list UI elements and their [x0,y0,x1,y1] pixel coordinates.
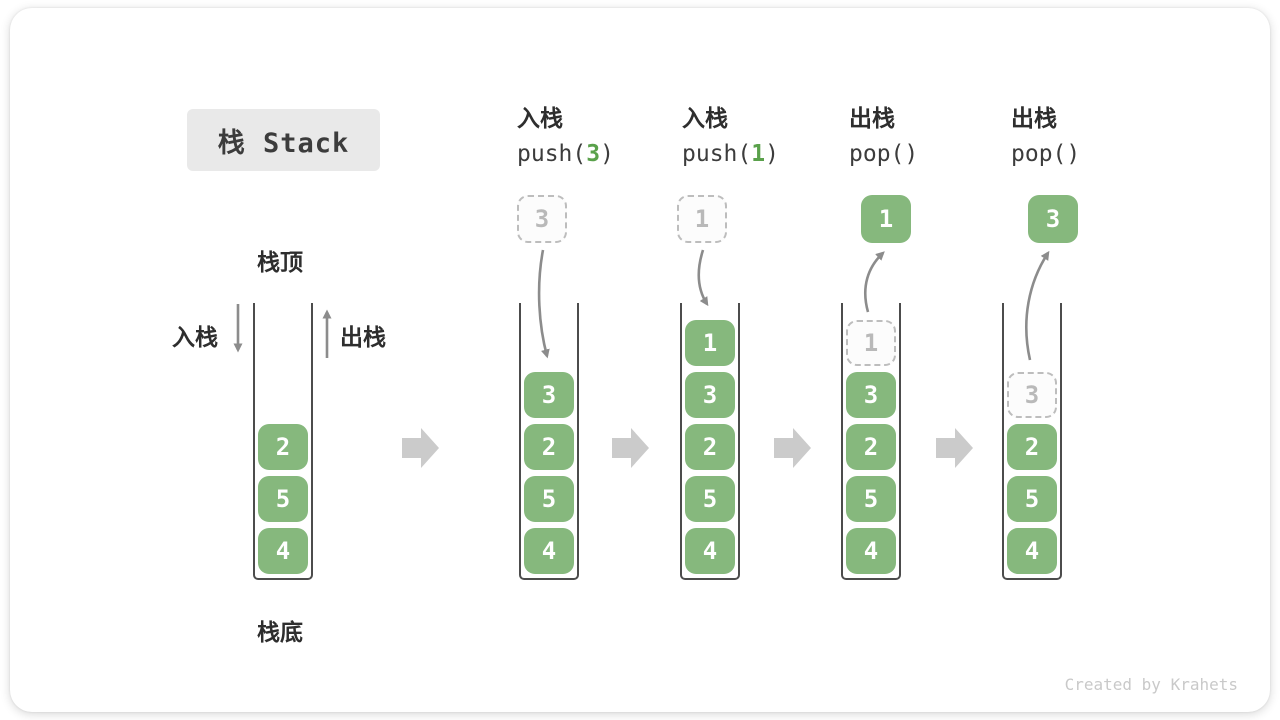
op-pop-1: 出栈 pop() [849,104,1029,168]
stack-cell: 4 [258,528,308,574]
stack-cell: 3 [685,372,735,418]
op-code-label: pop() [849,141,919,167]
push-side-label: 入栈 [172,324,218,350]
op-code-label: pop() [1011,141,1081,167]
stack-cell: 3 [524,372,574,418]
stack-cell: 2 [1007,424,1057,470]
diagram-title-label: 栈 Stack [217,127,350,159]
op-code-label: push(1) [682,141,779,167]
stack-cell-ghost: 3 [1007,372,1057,418]
stack-cell: 4 [1007,528,1057,574]
op-cn-label: 出栈 [1011,105,1057,131]
stack-cell: 2 [685,424,735,470]
stack-cell: 5 [524,476,574,522]
op-cn-label: 入栈 [517,105,563,131]
floating-element-after-pop-3: 3 [1028,195,1078,243]
stack-cell: 5 [258,476,308,522]
stack-cell: 4 [524,528,574,574]
op-code-label: push(3) [517,141,614,167]
stack-top-label: 栈顶 [257,249,303,275]
diagram-title: 栈 Stack [187,109,380,171]
op-push-1: 入栈 push(1) [682,104,862,168]
stack-cell: 3 [846,372,896,418]
stack-container-after-pop-1 [841,303,901,580]
pop-side-label: 出栈 [340,324,386,350]
stack-container-after-push-3 [519,303,579,580]
stack-cell: 1 [685,320,735,366]
stack-container-after-pop-3 [1002,303,1062,580]
push-arg: 3 [586,141,601,167]
op-pop-2: 出栈 pop() [1011,104,1191,168]
op-push-3: 入栈 push(3) [517,104,697,168]
stack-container-after-push-1 [680,303,740,580]
stack-cell: 4 [846,528,896,574]
stack-bottom-label: 栈底 [257,619,303,645]
stack-cell: 2 [524,424,574,470]
stack-cell: 5 [846,476,896,522]
watermark: Created by Krahets [1064,675,1238,694]
stack-container-initial [253,303,313,580]
stack-cell: 5 [685,476,735,522]
floating-element-after-push-3: 3 [517,195,567,243]
stack-cell-ghost: 1 [846,320,896,366]
floating-element-after-push-1: 1 [677,195,727,243]
stack-cell: 5 [1007,476,1057,522]
op-cn-label: 入栈 [682,105,728,131]
stack-cell: 4 [685,528,735,574]
push-arg: 1 [751,141,766,167]
op-cn-label: 出栈 [849,105,895,131]
stack-cell: 2 [258,424,308,470]
stack-cell: 2 [846,424,896,470]
floating-element-after-pop-1: 1 [861,195,911,243]
